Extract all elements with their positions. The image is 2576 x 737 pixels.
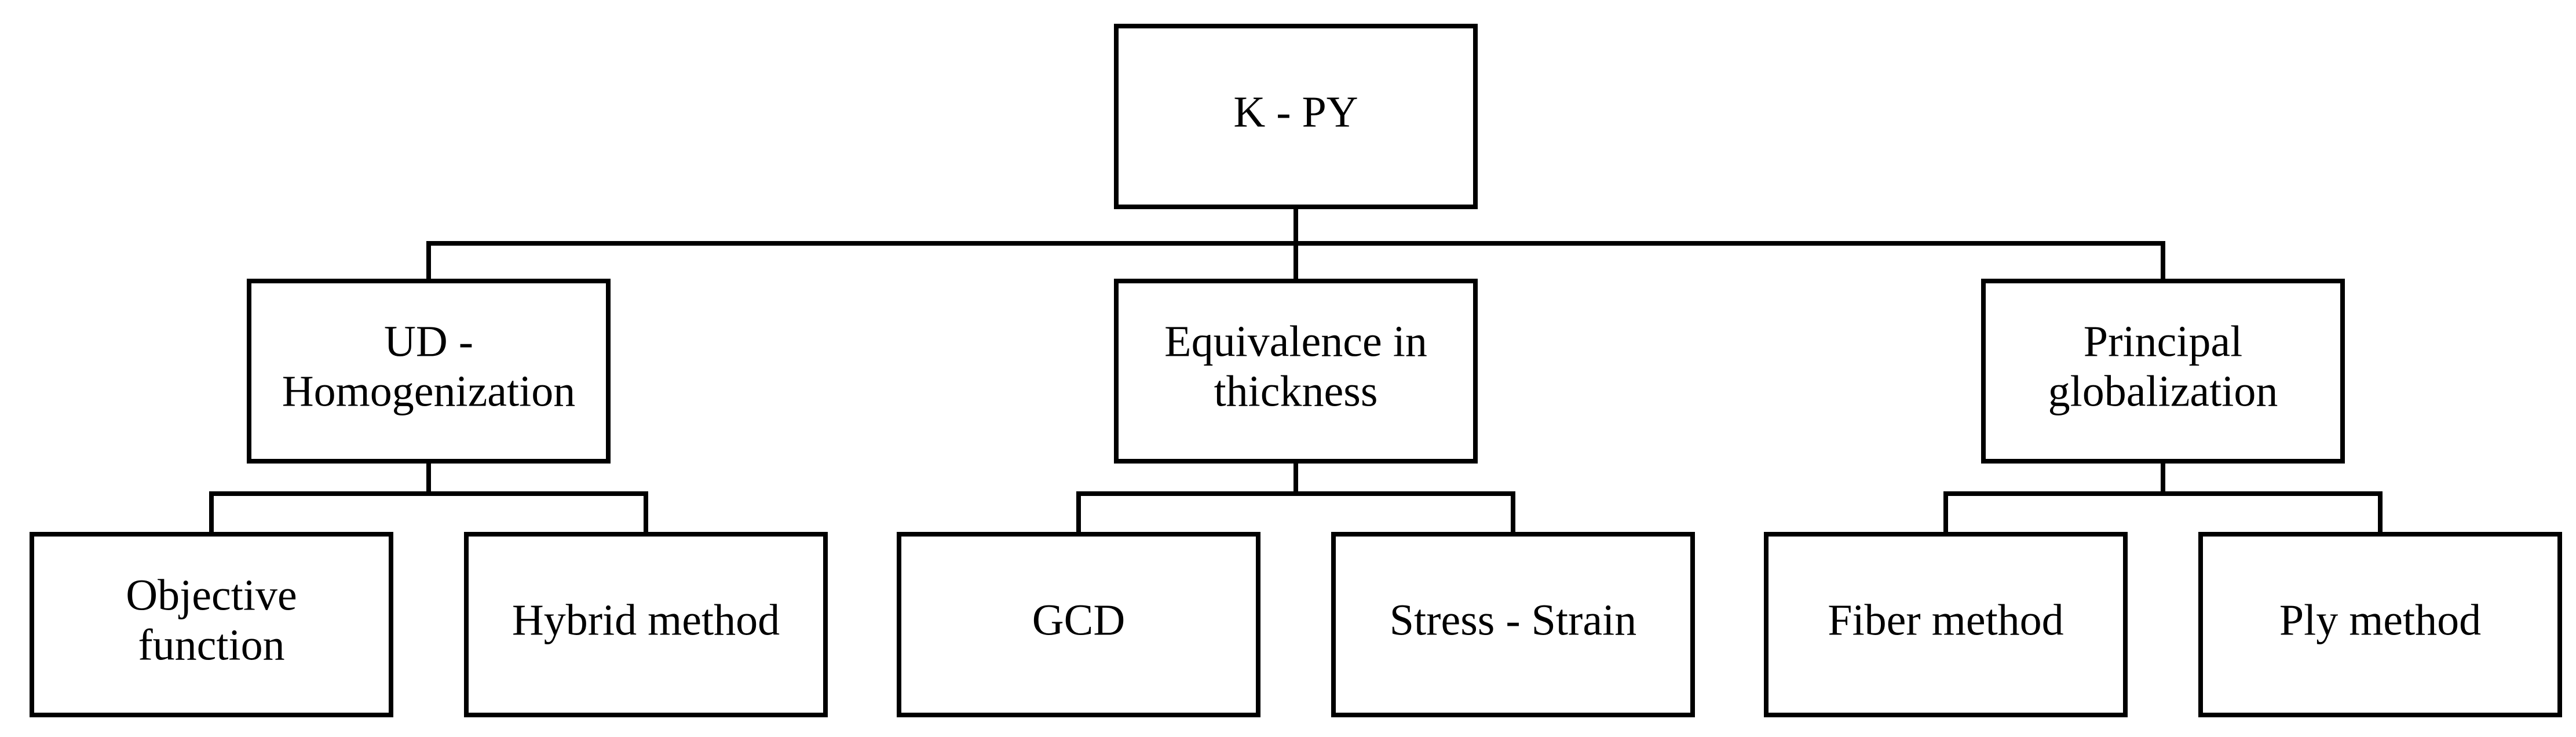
node-label-line-2: Homogenization	[282, 367, 576, 415]
connector-equivalence-group	[1076, 459, 1515, 537]
node-objective-function: Objective function	[30, 532, 393, 717]
node-label: Fiber method	[1828, 596, 2063, 644]
node-label-line-1: Equivalence in	[1164, 317, 1427, 366]
connector-principal-group	[1943, 459, 2383, 537]
node-label-line-2: thickness	[1214, 367, 1378, 415]
node-label: Stress - Strain	[1390, 596, 1636, 644]
node-ud-homogenization: UD - Homogenization	[247, 279, 611, 464]
node-label: Ply method	[2279, 596, 2481, 644]
node-k-py: K - PY	[1114, 24, 1478, 209]
node-ply-method: Ply method	[2198, 532, 2562, 717]
node-label: Hybrid method	[512, 596, 780, 644]
node-label-line-1: Principal	[2084, 317, 2242, 366]
connector-ud-group	[209, 459, 648, 537]
node-equivalence-in-thickness: Equivalence in thickness	[1114, 279, 1478, 464]
node-label: GCD	[1032, 596, 1125, 644]
node-label: K - PY	[1233, 87, 1358, 136]
node-label-line-2: globalization	[2048, 367, 2278, 415]
node-stress-strain: Stress - Strain	[1331, 532, 1695, 717]
node-principal-globalization: Principal globalization	[1981, 279, 2345, 464]
node-label-line-2: function	[138, 621, 284, 669]
node-hybrid-method: Hybrid method	[464, 532, 828, 717]
node-fiber-method: Fiber method	[1764, 532, 2128, 717]
node-gcd: GCD	[897, 532, 1260, 717]
connectors	[209, 205, 2383, 537]
node-label-line-1: Objective	[126, 571, 297, 619]
connector-root-to-level2	[426, 205, 2165, 283]
node-label-line-1: UD -	[384, 317, 473, 366]
